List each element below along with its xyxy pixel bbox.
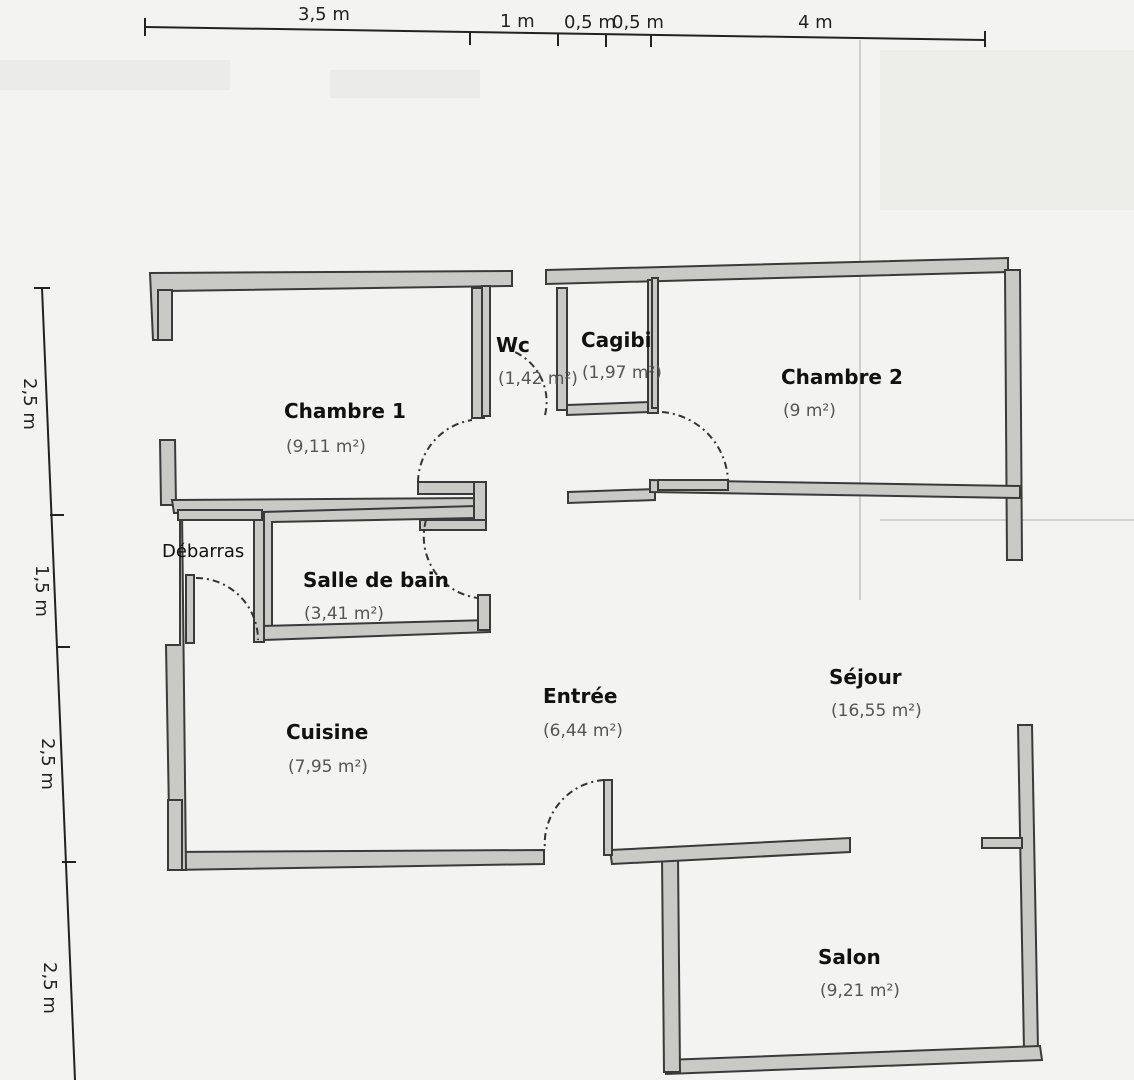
dim-top-4: 4 m xyxy=(798,12,833,33)
room-name-wc: Wc xyxy=(496,333,530,357)
room-name-salon: Salon xyxy=(818,945,881,969)
room-name-entree: Entrée xyxy=(543,684,617,708)
room-labels: Chambre 1 (9,11 m²) Wc (1,42 m²) Cagibi … xyxy=(162,328,922,1001)
room-area-entree: (6,44 m²) xyxy=(543,721,623,741)
room-area-wc: (1,42 m²) xyxy=(498,369,578,389)
dim-left-0: 2,5 m xyxy=(19,378,40,430)
dim-left-2: 2,5 m xyxy=(37,738,58,790)
top-dimension: 3,5 m 1 m 0,5 m 0,5 m 4 m xyxy=(144,4,986,47)
walls xyxy=(148,256,1044,1076)
room-name-chambre-1: Chambre 1 xyxy=(284,399,406,423)
dim-top-2: 0,5 m xyxy=(564,12,616,33)
dim-top-3: 0,5 m xyxy=(612,12,664,33)
room-area-cuisine: (7,95 m²) xyxy=(288,757,368,777)
dim-left-1: 1,5 m xyxy=(31,565,52,617)
room-name-cuisine: Cuisine xyxy=(286,720,368,744)
room-name-chambre-2: Chambre 2 xyxy=(781,365,903,389)
dim-left-3: 2,5 m xyxy=(39,962,60,1014)
room-area-cagibi: (1,97 m²) xyxy=(582,363,662,383)
room-area-salle-de-bain: (3,41 m²) xyxy=(304,604,384,624)
dim-top-1: 1 m xyxy=(500,11,535,32)
dim-top-0: 3,5 m xyxy=(298,4,350,25)
room-name-salle-de-bain: Salle de bain xyxy=(303,568,449,592)
room-name-sejour: Séjour xyxy=(829,665,902,689)
room-area-sejour: (16,55 m²) xyxy=(831,701,922,721)
room-name-cagibi: Cagibi xyxy=(581,328,652,352)
doors xyxy=(195,349,729,851)
room-name-debarras: Débarras xyxy=(162,541,244,562)
room-area-chambre-1: (9,11 m²) xyxy=(286,437,366,457)
background-paper-print xyxy=(0,40,1134,600)
room-area-salon: (9,21 m²) xyxy=(820,981,900,1001)
left-dimension: 2,5 m 1,5 m 2,5 m 2,5 m xyxy=(19,287,76,1080)
room-area-chambre-2: (9 m²) xyxy=(783,401,836,421)
